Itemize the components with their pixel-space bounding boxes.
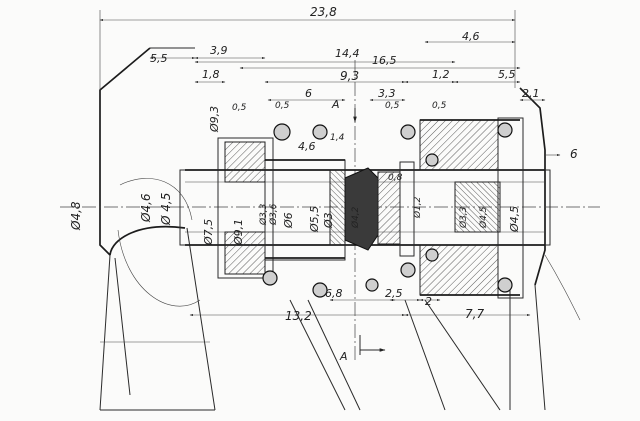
dim-3-9: 3,9 — [210, 44, 228, 57]
dia-4-8: Ø4,8 — [69, 201, 83, 231]
dim-0-5-c: 0,5 — [385, 101, 400, 111]
dim-5-5-right: 5,5 — [498, 68, 516, 81]
dia-4-5: Ø 4,5 — [159, 193, 173, 226]
dim-6-right: 6 — [570, 147, 578, 161]
dim-0-8: 0,8 — [388, 173, 403, 183]
dia-7-5: Ø7,5 — [202, 219, 215, 246]
dim-14-4: 14,4 — [335, 47, 360, 60]
dia-5-5: Ø5,5 — [308, 206, 321, 233]
dim-7-7: 7,7 — [465, 307, 484, 321]
dim-1-8: 1,8 — [202, 68, 220, 81]
dia-4-5c: Ø4,5 — [508, 206, 521, 233]
dia-3-6: Ø3,6 — [268, 203, 279, 226]
dia-4-2: Ø4,2 — [350, 206, 361, 229]
dim-3-3: 3,3 — [378, 87, 396, 100]
dia-3: Ø3 — [322, 212, 335, 229]
dia-6: Ø6 — [282, 212, 295, 229]
central-valve — [344, 161, 415, 257]
diameter-labels: Ø9,3 Ø4,8 Ø4,6 Ø 4,5 Ø7,5 Ø9,1 Ø3,3 Ø3,6… — [69, 106, 521, 246]
dim-5-5-left: 5,5 — [150, 52, 168, 65]
dim-4-6-top: 4,6 — [462, 30, 480, 43]
dim-2-5: 2,5 — [385, 287, 403, 300]
dim-0-5-b: 0,5 — [275, 101, 290, 111]
dia-4-5b: Ø4,5 — [478, 206, 489, 229]
dim-13-2: 13,2 — [285, 309, 312, 323]
dia-9-3: Ø9,3 — [208, 106, 221, 133]
dim-overall-length: 23,8 — [310, 5, 337, 19]
dim-2-1: 2,1 — [522, 87, 540, 100]
right-body-block — [419, 117, 524, 299]
right-housing — [289, 87, 581, 411]
dim-6-top: 6 — [305, 87, 312, 100]
dia-4-6: Ø4,6 — [139, 193, 153, 223]
section-label-top: A — [331, 98, 340, 111]
dim-16-5: 16,5 — [372, 54, 397, 67]
dia-1-2: Ø1,2 — [412, 196, 423, 219]
top-dimension-lines — [99, 10, 546, 102]
dim-0-5-a: 0,5 — [232, 103, 247, 113]
dim-2: 2 — [425, 295, 432, 308]
dia-9-1: Ø9,1 — [232, 219, 245, 246]
bottom-dimension-lines — [189, 153, 561, 317]
dim-1-2: 1,2 — [432, 68, 450, 81]
section-arrows — [353, 108, 386, 355]
dia-3-3: Ø3,3 — [258, 203, 269, 226]
section-label-bottom: A — [339, 350, 348, 363]
dim-0-5-d: 0,5 — [432, 101, 447, 111]
dimension-labels: 23,8 5,5 3,9 14,4 16,5 4,6 5,5 1,8 9,3 1… — [150, 5, 578, 363]
dim-1-4: 1,4 — [330, 133, 345, 143]
left-housing — [99, 47, 216, 411]
o-rings — [262, 122, 513, 298]
dia-3-3b: Ø3,3 — [458, 206, 469, 229]
dim-9-3: 9,3 — [340, 69, 359, 83]
dim-4-6-mid: 4,6 — [298, 140, 316, 153]
dim-6-8: 6,8 — [325, 287, 343, 300]
